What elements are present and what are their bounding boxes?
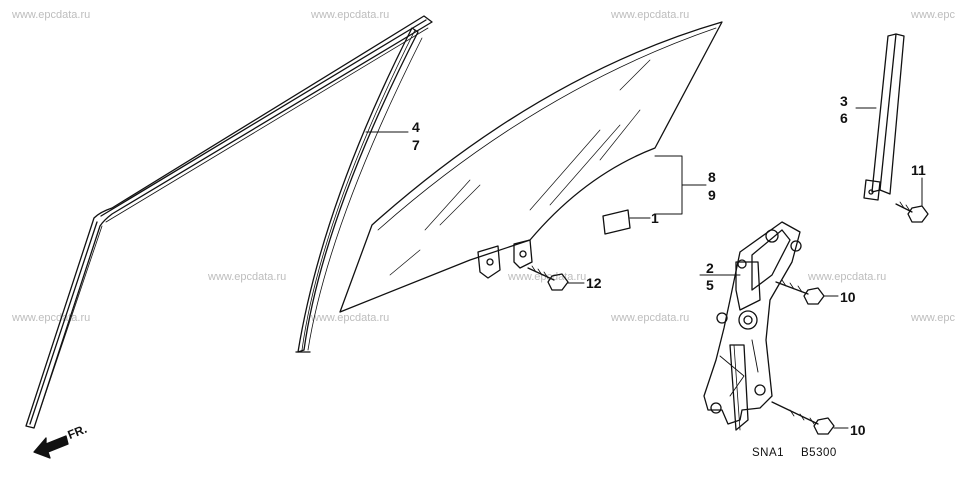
callout-10-upper: 10 bbox=[840, 289, 856, 305]
front-direction-arrow-icon bbox=[33, 435, 69, 459]
diagram-code: SNA1 bbox=[752, 447, 785, 459]
window-regulator bbox=[703, 221, 802, 431]
callout-5: 5 bbox=[706, 277, 714, 293]
callout-10-lower: 10 bbox=[850, 422, 866, 438]
bolt-11 bbox=[895, 201, 929, 223]
bolt-10-upper bbox=[775, 279, 825, 305]
callout-2: 2 bbox=[706, 260, 714, 276]
callout-8: 8 bbox=[708, 169, 716, 185]
callout-7: 7 bbox=[412, 137, 420, 153]
center-pillar-channel bbox=[863, 33, 905, 201]
glass-label-sticker bbox=[602, 209, 631, 235]
door-glass bbox=[339, 21, 723, 313]
callout-6: 6 bbox=[840, 110, 848, 126]
callout-9: 9 bbox=[708, 187, 716, 203]
door-run-channel bbox=[25, 15, 433, 429]
watermark: www.epcdata.ru bbox=[12, 9, 91, 21]
watermark-edge: www.epc bbox=[911, 312, 956, 324]
watermark: www.epcdata.ru bbox=[311, 312, 390, 324]
bolt-10-lower bbox=[771, 401, 835, 435]
watermark: www.epcdata.ru bbox=[311, 9, 390, 21]
callout-1: 1 bbox=[651, 210, 659, 226]
watermark: www.epcdata.ru bbox=[808, 271, 887, 283]
leader-lines bbox=[365, 107, 923, 429]
sash-channel bbox=[295, 27, 423, 353]
watermark: www.epcdata.ru bbox=[611, 9, 690, 21]
diagram-reference: B5300 bbox=[801, 447, 837, 459]
callout-11: 11 bbox=[911, 162, 926, 178]
callout-3: 3 bbox=[840, 93, 848, 109]
watermark-edge: www.epc bbox=[911, 9, 956, 21]
bolt-12 bbox=[527, 265, 569, 291]
watermark: www.epcdata.ru bbox=[208, 271, 287, 283]
callout-12: 12 bbox=[586, 275, 602, 291]
watermark: www.epcdata.ru bbox=[611, 312, 690, 324]
callout-4: 4 bbox=[412, 119, 420, 135]
